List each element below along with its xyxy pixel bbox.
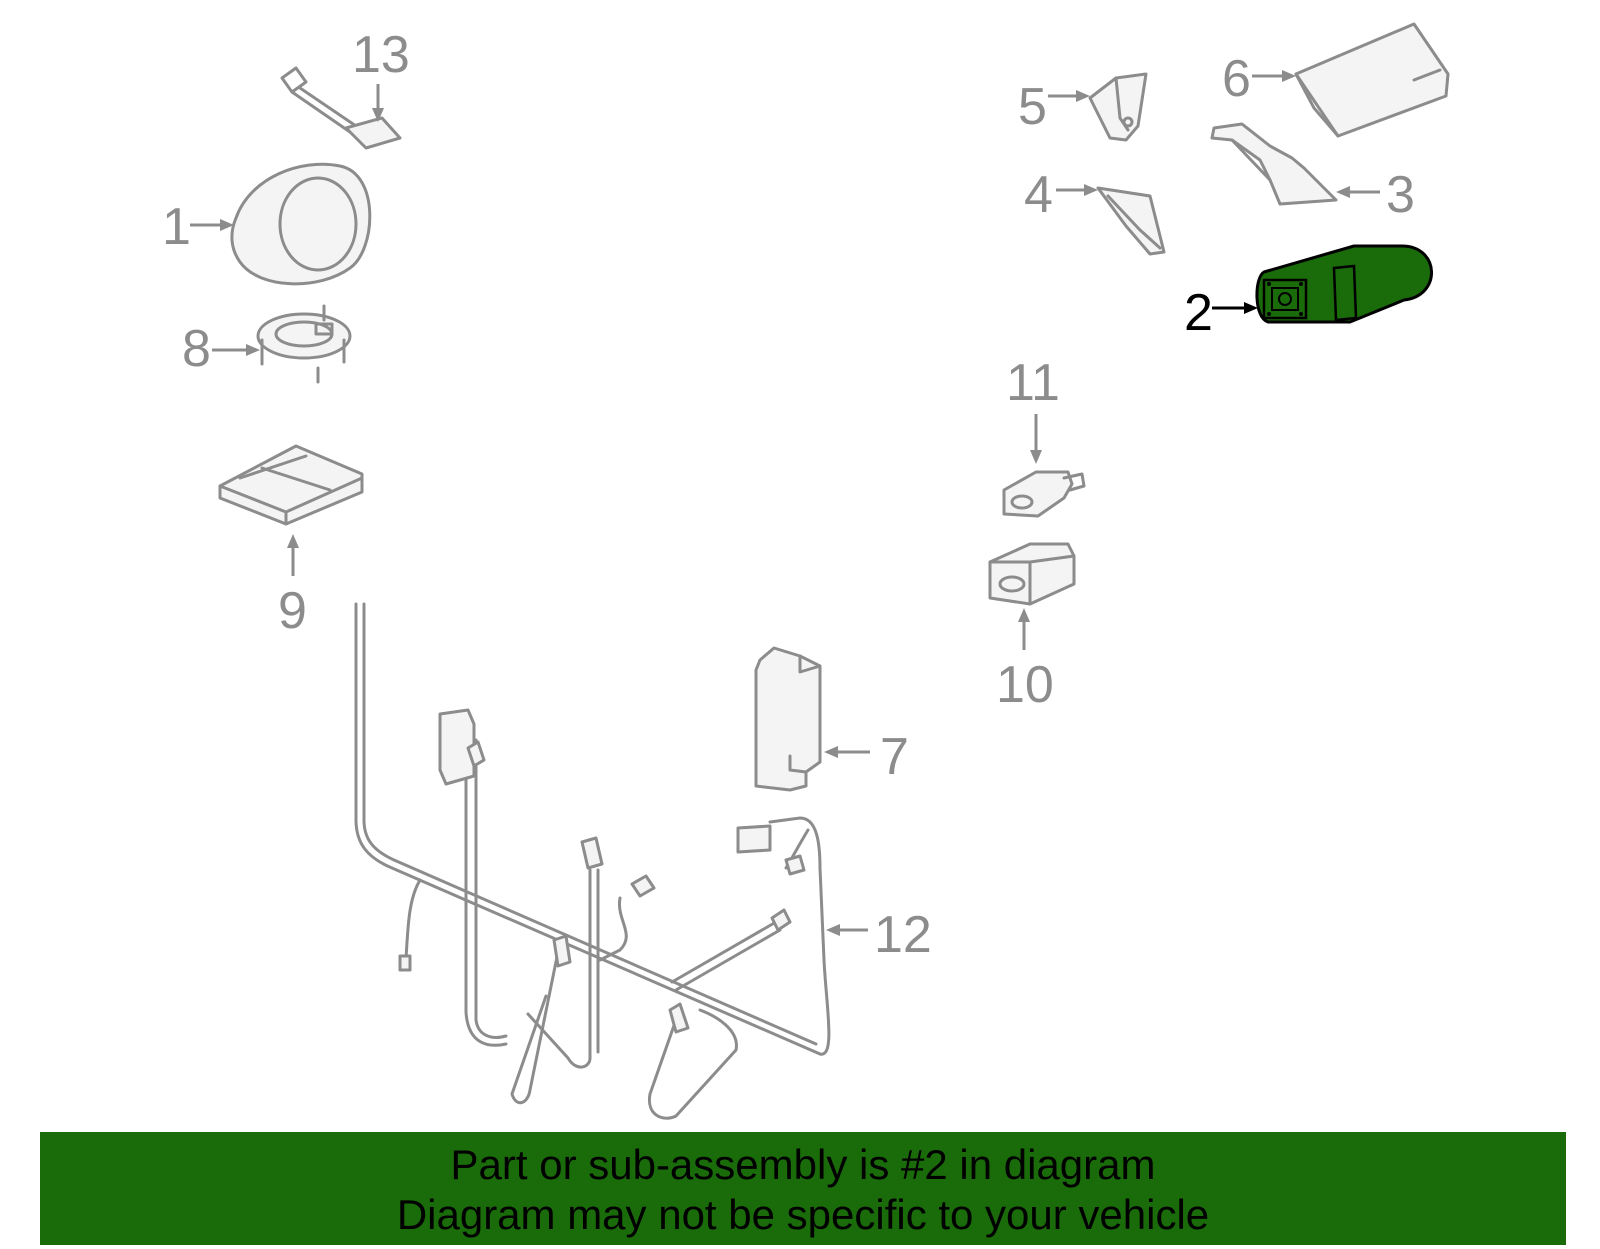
- callout-6: 6: [1222, 50, 1296, 108]
- svg-text:7: 7: [880, 728, 909, 786]
- callout-1: 1: [162, 198, 234, 256]
- part-3-mounting-bracket[interactable]: [1210, 122, 1338, 206]
- callout-7: 7: [824, 728, 909, 786]
- part-7-side-airbag[interactable]: [754, 646, 822, 792]
- svg-text:1: 1: [162, 198, 191, 256]
- svg-text:4: 4: [1024, 166, 1053, 224]
- callout-11: 11: [1006, 354, 1060, 464]
- svg-text:11: 11: [1006, 354, 1060, 412]
- svg-text:12: 12: [874, 906, 932, 964]
- part-11-impact-sensor[interactable]: [1002, 470, 1086, 518]
- banner-line-part: Part or sub-assembly is #2 in diagram: [450, 1141, 1156, 1188]
- callout-12: 12: [826, 906, 932, 964]
- svg-text:9: 9: [278, 582, 307, 640]
- part-1-steering-cover[interactable]: [230, 162, 372, 286]
- callout-8: 8: [182, 320, 260, 378]
- svg-text:8: 8: [182, 320, 211, 378]
- part-13-horn-contact[interactable]: [280, 66, 402, 150]
- info-banner: Part or sub-assembly is #2 in diagram Di…: [40, 1132, 1566, 1245]
- part-4-bracket[interactable]: [1096, 186, 1166, 256]
- svg-text:2: 2: [1184, 284, 1213, 342]
- svg-text:5: 5: [1018, 78, 1047, 136]
- callout-3: 3: [1336, 166, 1415, 224]
- part-2-passenger-airbag[interactable]: [1255, 244, 1433, 324]
- part-9-control-module[interactable]: [218, 444, 364, 526]
- banner-line-disclaimer: Diagram may not be specific to your vehi…: [396, 1191, 1210, 1238]
- part-10-impact-sensor[interactable]: [988, 542, 1076, 606]
- callout-9: 9: [278, 534, 307, 640]
- part-5-bracket[interactable]: [1088, 72, 1148, 142]
- callout-2: 2: [1184, 284, 1258, 342]
- part-6-knee-panel[interactable]: [1294, 22, 1450, 138]
- callout-4: 4: [1024, 166, 1098, 224]
- part-12-wiring-harness[interactable]: [354, 602, 831, 1120]
- part-8-clock-spring[interactable]: [256, 304, 352, 384]
- svg-text:3: 3: [1386, 166, 1415, 224]
- svg-text:10: 10: [996, 656, 1054, 714]
- callout-5: 5: [1018, 78, 1090, 136]
- svg-text:6: 6: [1222, 50, 1251, 108]
- svg-text:13: 13: [352, 26, 410, 84]
- callout-10: 10: [996, 608, 1054, 714]
- callout-13: 13: [352, 26, 410, 122]
